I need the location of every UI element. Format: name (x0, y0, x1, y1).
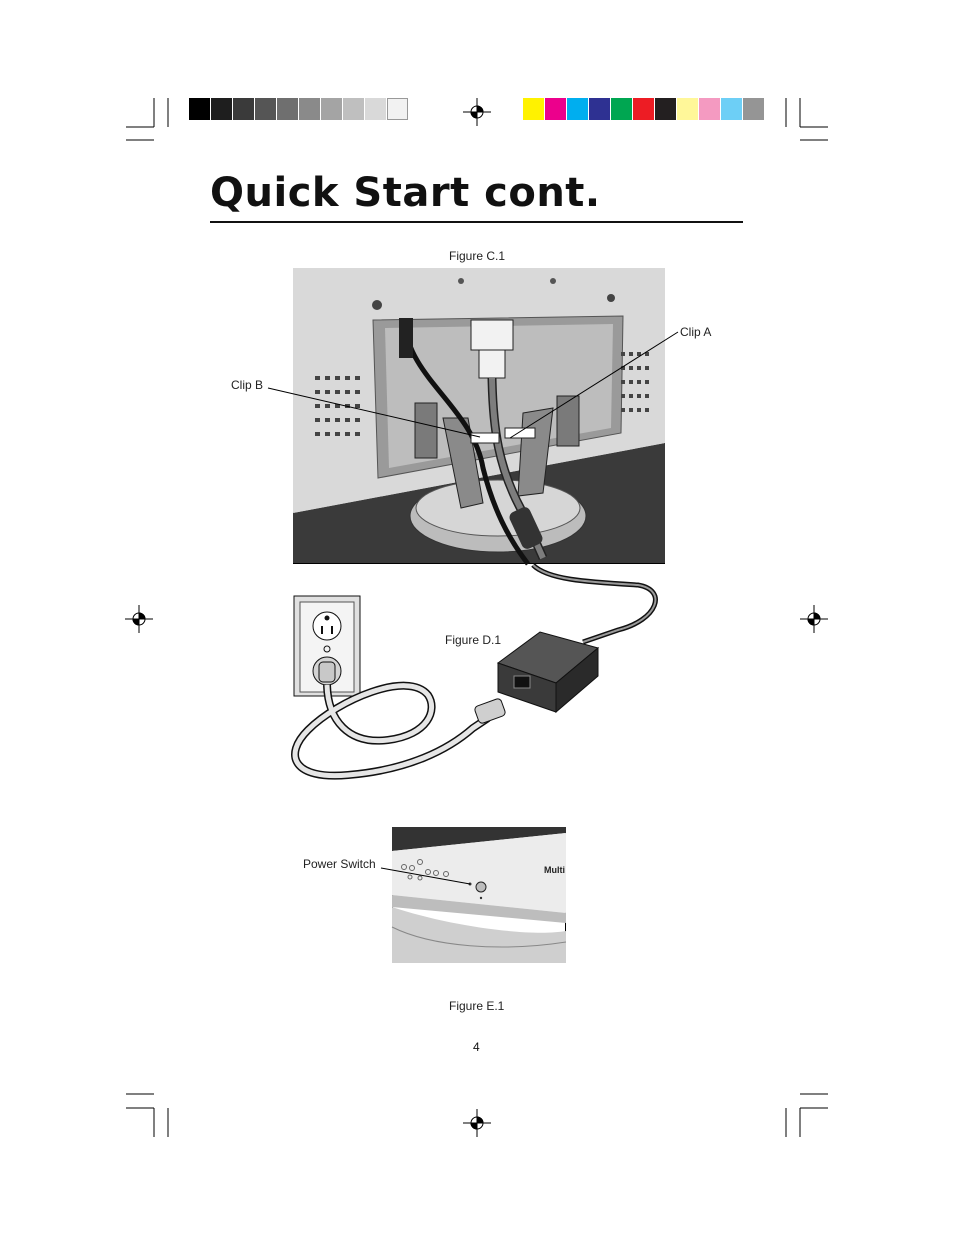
power-switch-label: Power Switch (303, 857, 376, 871)
color-swatch (255, 98, 276, 120)
figure-e1-illustration: Multi (391, 827, 567, 963)
clip-b-label: Clip B (231, 378, 264, 392)
color-swatch (365, 98, 386, 120)
color-swatch (721, 98, 742, 120)
color-swatch (567, 98, 588, 120)
color-bar (523, 98, 765, 120)
power-button-shape (475, 881, 487, 893)
color-swatch (189, 98, 210, 120)
grayscale-bar (189, 98, 409, 120)
figure-d1-illustration (291, 563, 658, 780)
color-swatch (343, 98, 364, 120)
clip-a-label: Clip A (680, 325, 712, 339)
page-title: Quick Start cont. (210, 170, 601, 216)
color-swatch (545, 98, 566, 120)
color-swatch (233, 98, 254, 120)
page-number: 4 (473, 1040, 480, 1054)
color-swatch (677, 98, 698, 120)
color-swatch (699, 98, 720, 120)
registration-target-top (463, 98, 491, 126)
figure-d1-caption: Figure D.1 (445, 633, 502, 647)
color-swatch (387, 98, 408, 120)
color-swatch (321, 98, 342, 120)
color-swatch (611, 98, 632, 120)
color-swatch (743, 98, 764, 120)
color-swatch (633, 98, 654, 120)
color-swatch (211, 98, 232, 120)
registration-target-right (800, 605, 828, 633)
figure-c1-illustration (293, 268, 665, 566)
title-rule (210, 221, 743, 223)
registration-target-left (125, 605, 153, 633)
color-swatch (655, 98, 676, 120)
color-swatch (589, 98, 610, 120)
color-swatch (299, 98, 320, 120)
bezel-brand-text: Multi (544, 865, 565, 875)
color-swatch (277, 98, 298, 120)
registration-target-bottom (463, 1109, 491, 1137)
figure-e1-caption: Figure E.1 (449, 999, 505, 1013)
figure-c1-caption: Figure C.1 (449, 249, 506, 263)
color-swatch (523, 98, 544, 120)
